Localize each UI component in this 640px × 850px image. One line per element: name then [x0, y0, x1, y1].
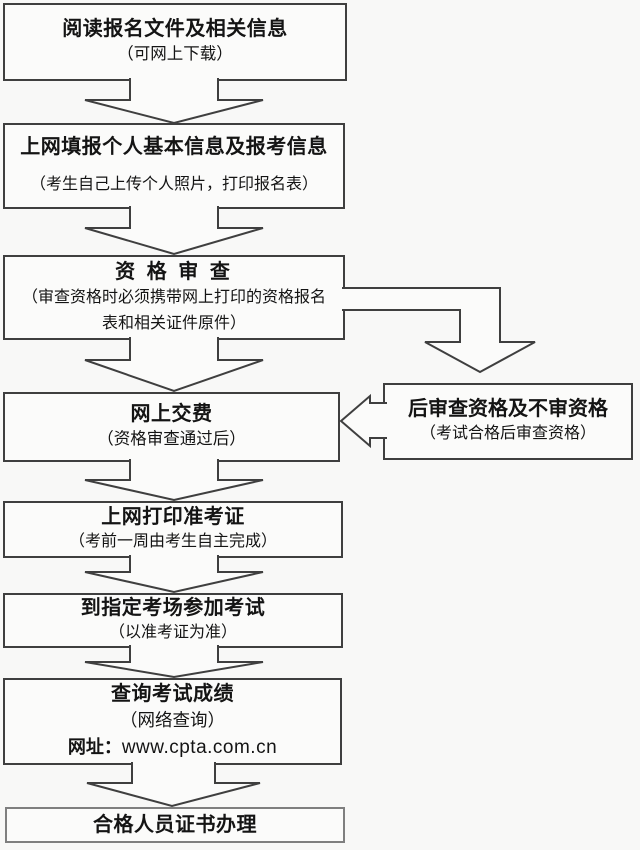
block-arrow-down-icon: [84, 645, 264, 679]
step-check-exam-results: 查询考试成绩 （网络查询） 网址：www.cpta.com.cn: [3, 678, 342, 765]
step-online-payment: 网上交费 （资格审查通过后）: [3, 392, 340, 462]
block-arrow-down-icon: [86, 762, 261, 808]
step-title: 查询考试成绩: [111, 682, 234, 705]
step-subtitle: （审查资格时必须携带网上打印的资格报名表和相关证件原件）: [21, 288, 326, 332]
step-attend-exam: 到指定考场参加考试 （以准考证为准）: [3, 593, 343, 648]
step-subtitle: （可网上下载）: [117, 45, 233, 64]
step-subtitle: （考生自己上传个人照片，打印报名表）: [29, 176, 318, 194]
step-fill-personal-info: 上网填报个人基本信息及报考信息 （考生自己上传个人照片，打印报名表）: [3, 123, 345, 209]
step-post-exam-qualification-review: 后审查资格及不审资格 （考试合格后审查资格）: [383, 383, 633, 460]
step-subtitle: （以准考证为准）: [108, 624, 237, 642]
step-title: 后审查资格及不审资格: [408, 398, 608, 421]
block-arrow-right-down-icon: [342, 287, 536, 374]
block-arrow-down-icon: [84, 459, 264, 502]
step-title: 阅读报名文件及相关信息: [62, 18, 288, 41]
step-title: 资 格 审 查: [115, 260, 233, 283]
step-print-admission-ticket: 上网打印准考证 （考前一周由考生自主完成）: [3, 501, 343, 558]
step-title: 上网打印准考证: [101, 506, 245, 529]
step-title: 上网填报个人基本信息及报考信息: [20, 136, 328, 159]
results-url: www.cpta.com.cn: [121, 736, 278, 758]
step-certificate-processing: 合格人员证书办理: [5, 807, 345, 843]
step-title: 网上交费: [130, 403, 213, 426]
step-title: 到指定考场参加考试: [80, 597, 266, 620]
step-title: 合格人员证书办理: [93, 814, 257, 836]
step-read-registration-documents: 阅读报名文件及相关信息 （可网上下载）: [3, 3, 347, 81]
block-arrow-down-icon: [84, 337, 264, 393]
step-subtitle: （考试合格后审查资格）: [419, 425, 596, 443]
step-qualification-review: 资 格 审 查 （审查资格时必须携带网上打印的资格报名表和相关证件原件）: [3, 255, 345, 340]
block-arrow-down-icon: [84, 555, 264, 594]
step-subtitle: （资格审查通过后）: [97, 430, 246, 449]
block-arrow-left-icon: [339, 393, 387, 449]
block-arrow-down-icon: [84, 206, 264, 256]
step-subtitle: （网络查询）: [120, 709, 225, 730]
url-label: 网址：: [67, 736, 122, 757]
results-url-line: 网址：www.cpta.com.cn: [68, 734, 277, 763]
block-arrow-down-icon: [84, 78, 264, 125]
step-subtitle: （考前一周由考生自主完成）: [68, 533, 277, 551]
